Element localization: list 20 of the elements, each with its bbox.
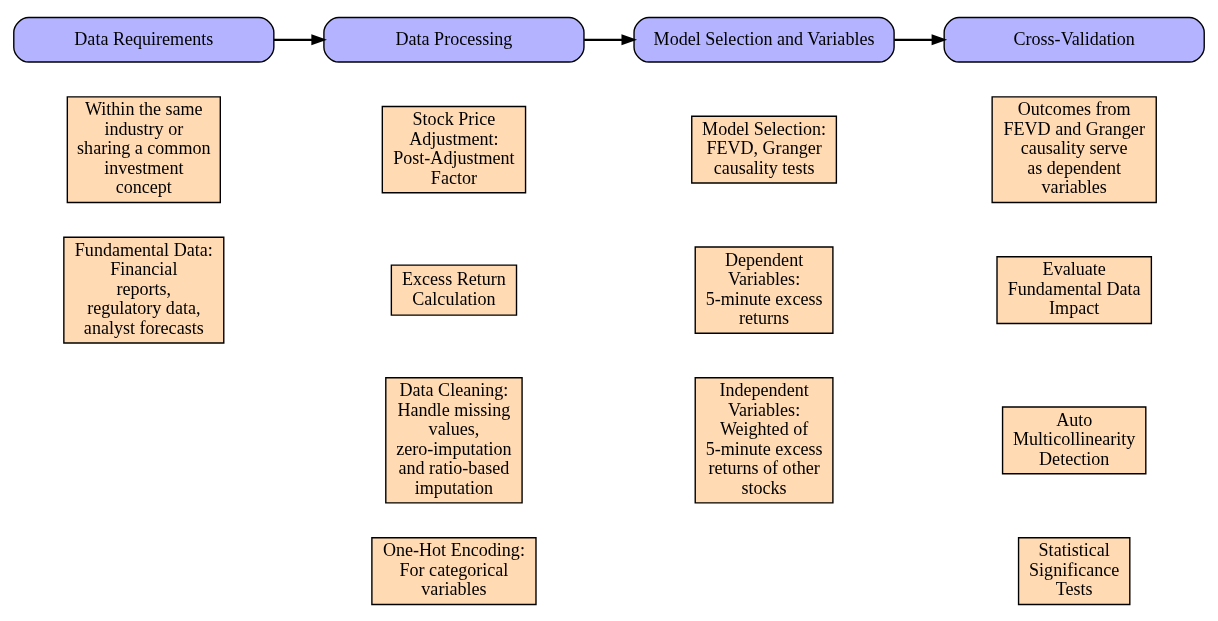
node-box: Dependent Variables: 5-minute excess returns bbox=[694, 245, 834, 334]
node-box: Independent Variables: Weighted of 5-minute excess returns of other stocks bbox=[694, 376, 834, 504]
node-box: Data Requirements bbox=[13, 16, 275, 63]
node-box: Cross-Validation bbox=[943, 16, 1205, 63]
node-box: Data Processing bbox=[323, 16, 585, 63]
arrow bbox=[584, 33, 638, 45]
node-box: Excess Return Calculation bbox=[390, 263, 518, 316]
node-box: Stock Price Adjustment: Post-Adjustment Factor bbox=[381, 105, 527, 193]
node-box: Fundamental Data: Financial reports, regulatory data, analyst forecasts bbox=[63, 236, 225, 344]
node-box: Data Cleaning: Handle missing values, zero-imputation and ratio-based imputation bbox=[385, 376, 523, 504]
node-box: Model Selection: FEVD, Granger causality tests bbox=[691, 115, 838, 184]
node-box: One-Hot Encoding: For categorical variables bbox=[371, 536, 537, 605]
node-box: Outcomes from FEVD and Granger causality serve as dependent variables bbox=[991, 95, 1157, 203]
node-box: Statistical Significance Tests bbox=[1017, 536, 1131, 605]
arrow bbox=[274, 33, 327, 45]
node-box: Within the same industry or sharing a common investment concept bbox=[66, 95, 221, 203]
arrow bbox=[894, 33, 948, 45]
node-box: Evaluate Fundamental Data Impact bbox=[996, 255, 1153, 324]
node-box: Model Selection and Variables bbox=[633, 16, 895, 63]
node-box: Auto Multicollinearity Detection bbox=[1001, 405, 1147, 474]
